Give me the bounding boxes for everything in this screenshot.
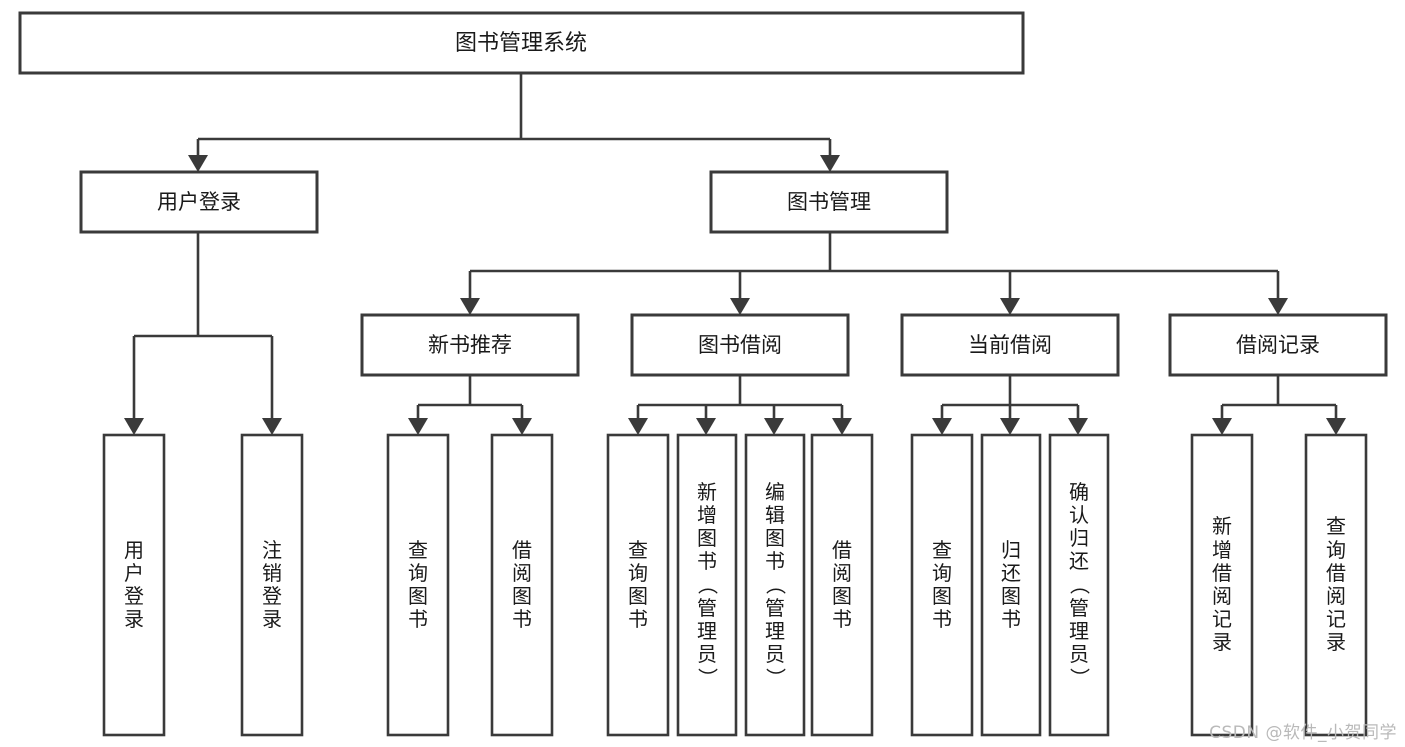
arrow-head-book-borrow [730,298,750,315]
arrow-head-leaf-return-book [1000,418,1020,435]
leaf-borrow-book-2-box[interactable] [810,433,874,737]
node-current-borrow-label: 当前借阅 [968,333,1052,357]
arrow-head-leaf-confirm-return [1068,418,1088,435]
node-root[interactable]: 图书管理系统 [18,11,1025,75]
leaf-add-book-box[interactable] [676,433,738,737]
node-current-borrow-box[interactable] [900,313,1120,377]
leaf-query-book-2-box[interactable] [606,433,670,737]
node-user-login-box[interactable] [79,170,319,234]
arrow-head-leaf-user-logout [262,418,282,435]
arrow-head-current-borrow [1000,298,1020,315]
leaf-query-book-3-box[interactable] [910,433,974,737]
node-borrow-record[interactable]: 借阅记录 [1168,313,1388,377]
node-book-borrow-label: 图书借阅 [698,333,782,357]
arrow-head-user-login [188,155,208,172]
leaf-query-record-box[interactable] [1304,433,1368,737]
leaf-borrow-book-1-box[interactable] [490,433,554,737]
leaf-user-login-box[interactable] [102,433,166,737]
leaf-boxes-group [102,433,1368,737]
arrow-head-leaf-add-record [1212,418,1232,435]
node-borrow-record-label: 借阅记录 [1236,333,1320,357]
arrow-head-leaf-add-book [696,418,716,435]
csdn-watermark: CSDN @软件_小贺同学 [1209,723,1397,743]
arrow-head-leaf-borrow-book-1 [512,418,532,435]
arrow-head-leaf-edit-book [764,418,784,435]
node-book-manage-label: 图书管理 [787,190,871,214]
leaf-return-book-box[interactable] [980,433,1042,737]
leaf-add-record-box[interactable] [1190,433,1254,737]
connectors-group [124,73,1346,435]
leaf-user-logout-box[interactable] [240,433,304,737]
node-new-book-recommend-box[interactable] [360,313,580,377]
arrow-head-leaf-query-book-1 [408,418,428,435]
node-new-book-recommend[interactable]: 新书推荐 [360,313,580,377]
arrow-head-leaf-query-book-3 [932,418,952,435]
node-book-manage[interactable]: 图书管理 [709,170,949,234]
node-user-login-label: 用户登录 [157,190,241,214]
arrow-head-leaf-query-book-2 [628,418,648,435]
node-book-borrow-box[interactable] [630,313,850,377]
node-borrow-record-box[interactable] [1168,313,1388,377]
leaf-confirm-return-box[interactable] [1048,433,1110,737]
node-new-book-recommend-label: 新书推荐 [428,333,512,357]
node-root-label: 图书管理系统 [455,31,587,56]
arrow-head-book-manage [820,155,840,172]
node-user-login[interactable]: 用户登录 [79,170,319,234]
node-book-borrow[interactable]: 图书借阅 [630,313,850,377]
arrow-head-leaf-query-record [1326,418,1346,435]
leaf-edit-book-box[interactable] [744,433,806,737]
node-book-manage-box[interactable] [709,170,949,234]
arrow-head-borrow-record [1268,298,1288,315]
arrow-head-new-book-recommend [460,298,480,315]
arrow-head-leaf-borrow-book-2 [832,418,852,435]
node-current-borrow[interactable]: 当前借阅 [900,313,1120,377]
node-root-box[interactable] [18,11,1025,75]
arrow-head-leaf-user-login [124,418,144,435]
leaf-query-book-1-box[interactable] [386,433,450,737]
